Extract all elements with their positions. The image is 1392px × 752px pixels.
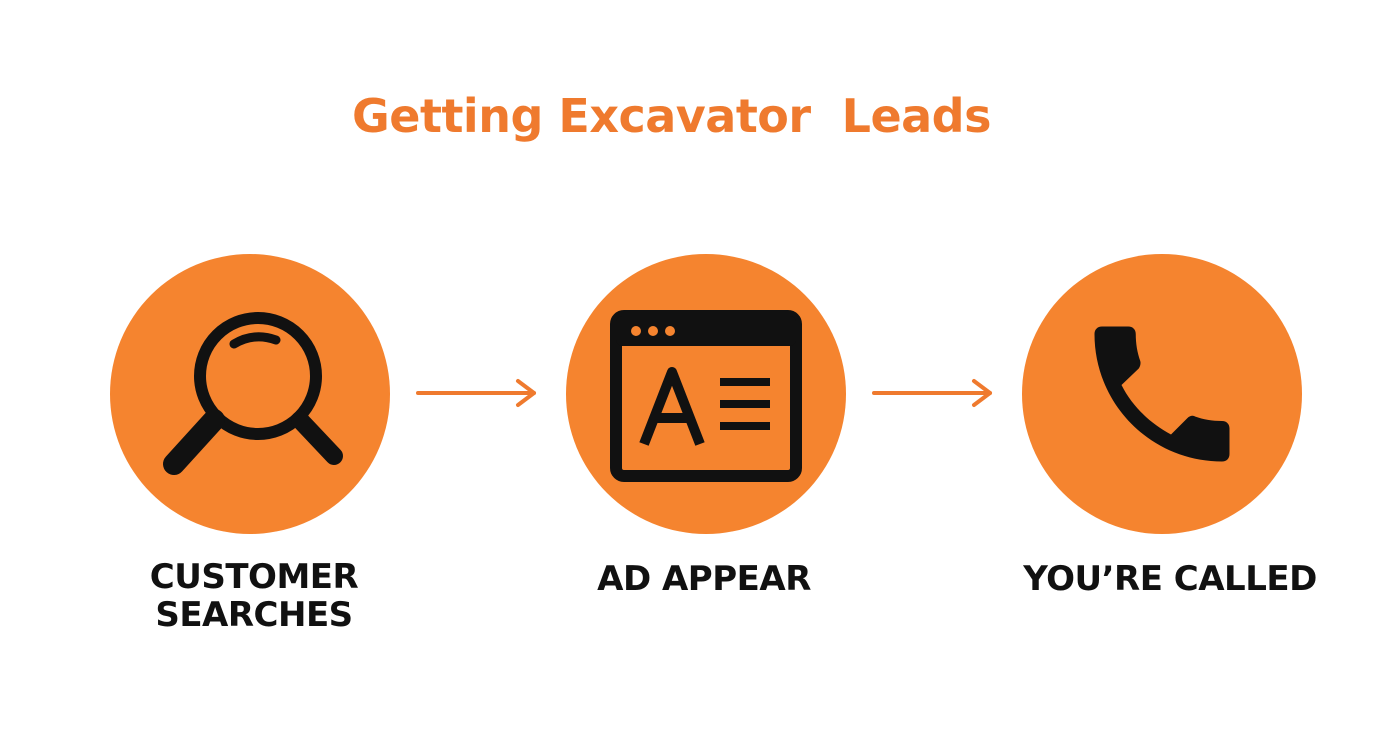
magnifier-icon [163,312,343,475]
step-1-label: CUSTOMER SEARCHES [149,557,359,635]
phone-icon [1094,326,1230,462]
step-1-circle [110,254,390,534]
step-3-circle [1022,254,1302,534]
step-3-label: YOU’RE CALLED [1023,559,1317,599]
step-2-circle [566,254,846,534]
diagram-title: Getting Excavator Leads [352,89,992,143]
arrow-right-icon [872,379,992,407]
step-2-label: AD APPEAR [597,559,811,599]
ad-browser-icon [610,310,802,482]
arrow-right-icon [416,379,536,407]
